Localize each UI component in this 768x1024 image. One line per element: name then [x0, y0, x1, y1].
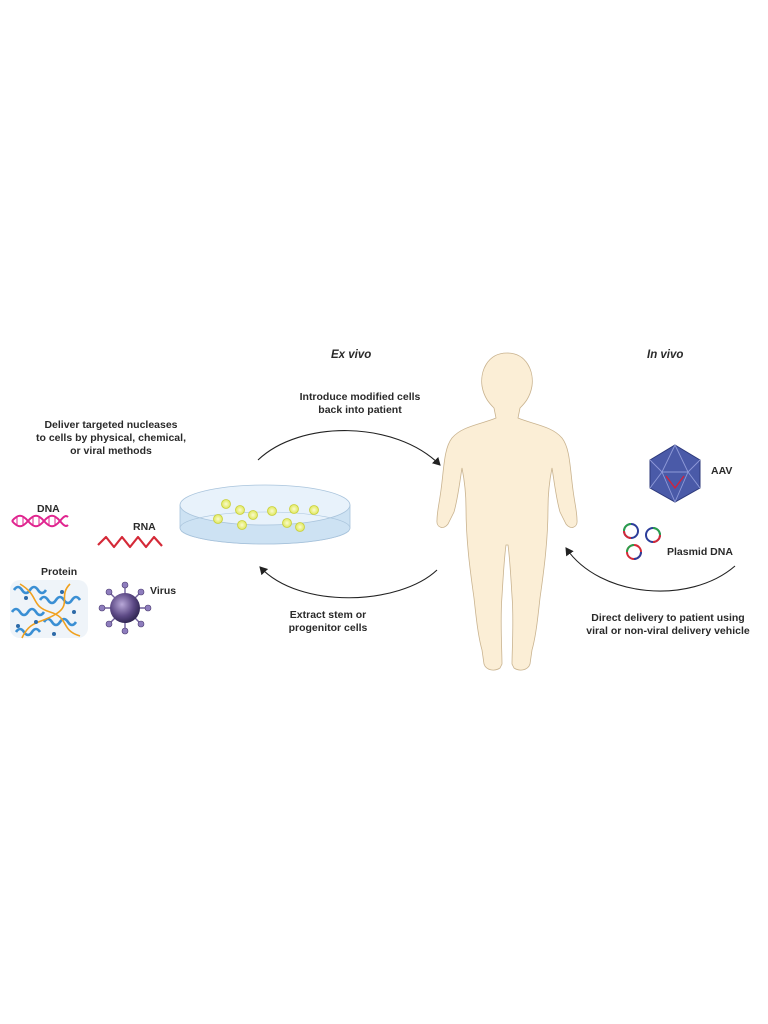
virus-label: Virus — [150, 585, 177, 597]
aav-label: AAV — [711, 465, 733, 477]
arrow-extract — [259, 566, 438, 599]
plasmid-dna-label: Plasmid DNA — [667, 546, 733, 558]
dna-label: DNA — [37, 503, 60, 515]
protein-structure-icon — [10, 580, 88, 639]
petri-dish — [179, 484, 351, 545]
arrow-introduce — [257, 430, 441, 466]
plasmid-dna-icon — [623, 523, 661, 560]
rna-label: RNA — [133, 521, 156, 533]
arrow-direct — [565, 547, 736, 592]
virus-icon — [98, 581, 152, 635]
in-vivo-heading: In vivo — [647, 349, 684, 361]
human-figure — [436, 352, 578, 671]
protein-label: Protein — [41, 566, 78, 578]
rna-strand-icon — [97, 535, 163, 549]
dna-helix-icon — [11, 514, 69, 528]
aav-capsid-icon — [649, 444, 701, 503]
ex-vivo-heading: Ex vivo — [331, 349, 372, 361]
